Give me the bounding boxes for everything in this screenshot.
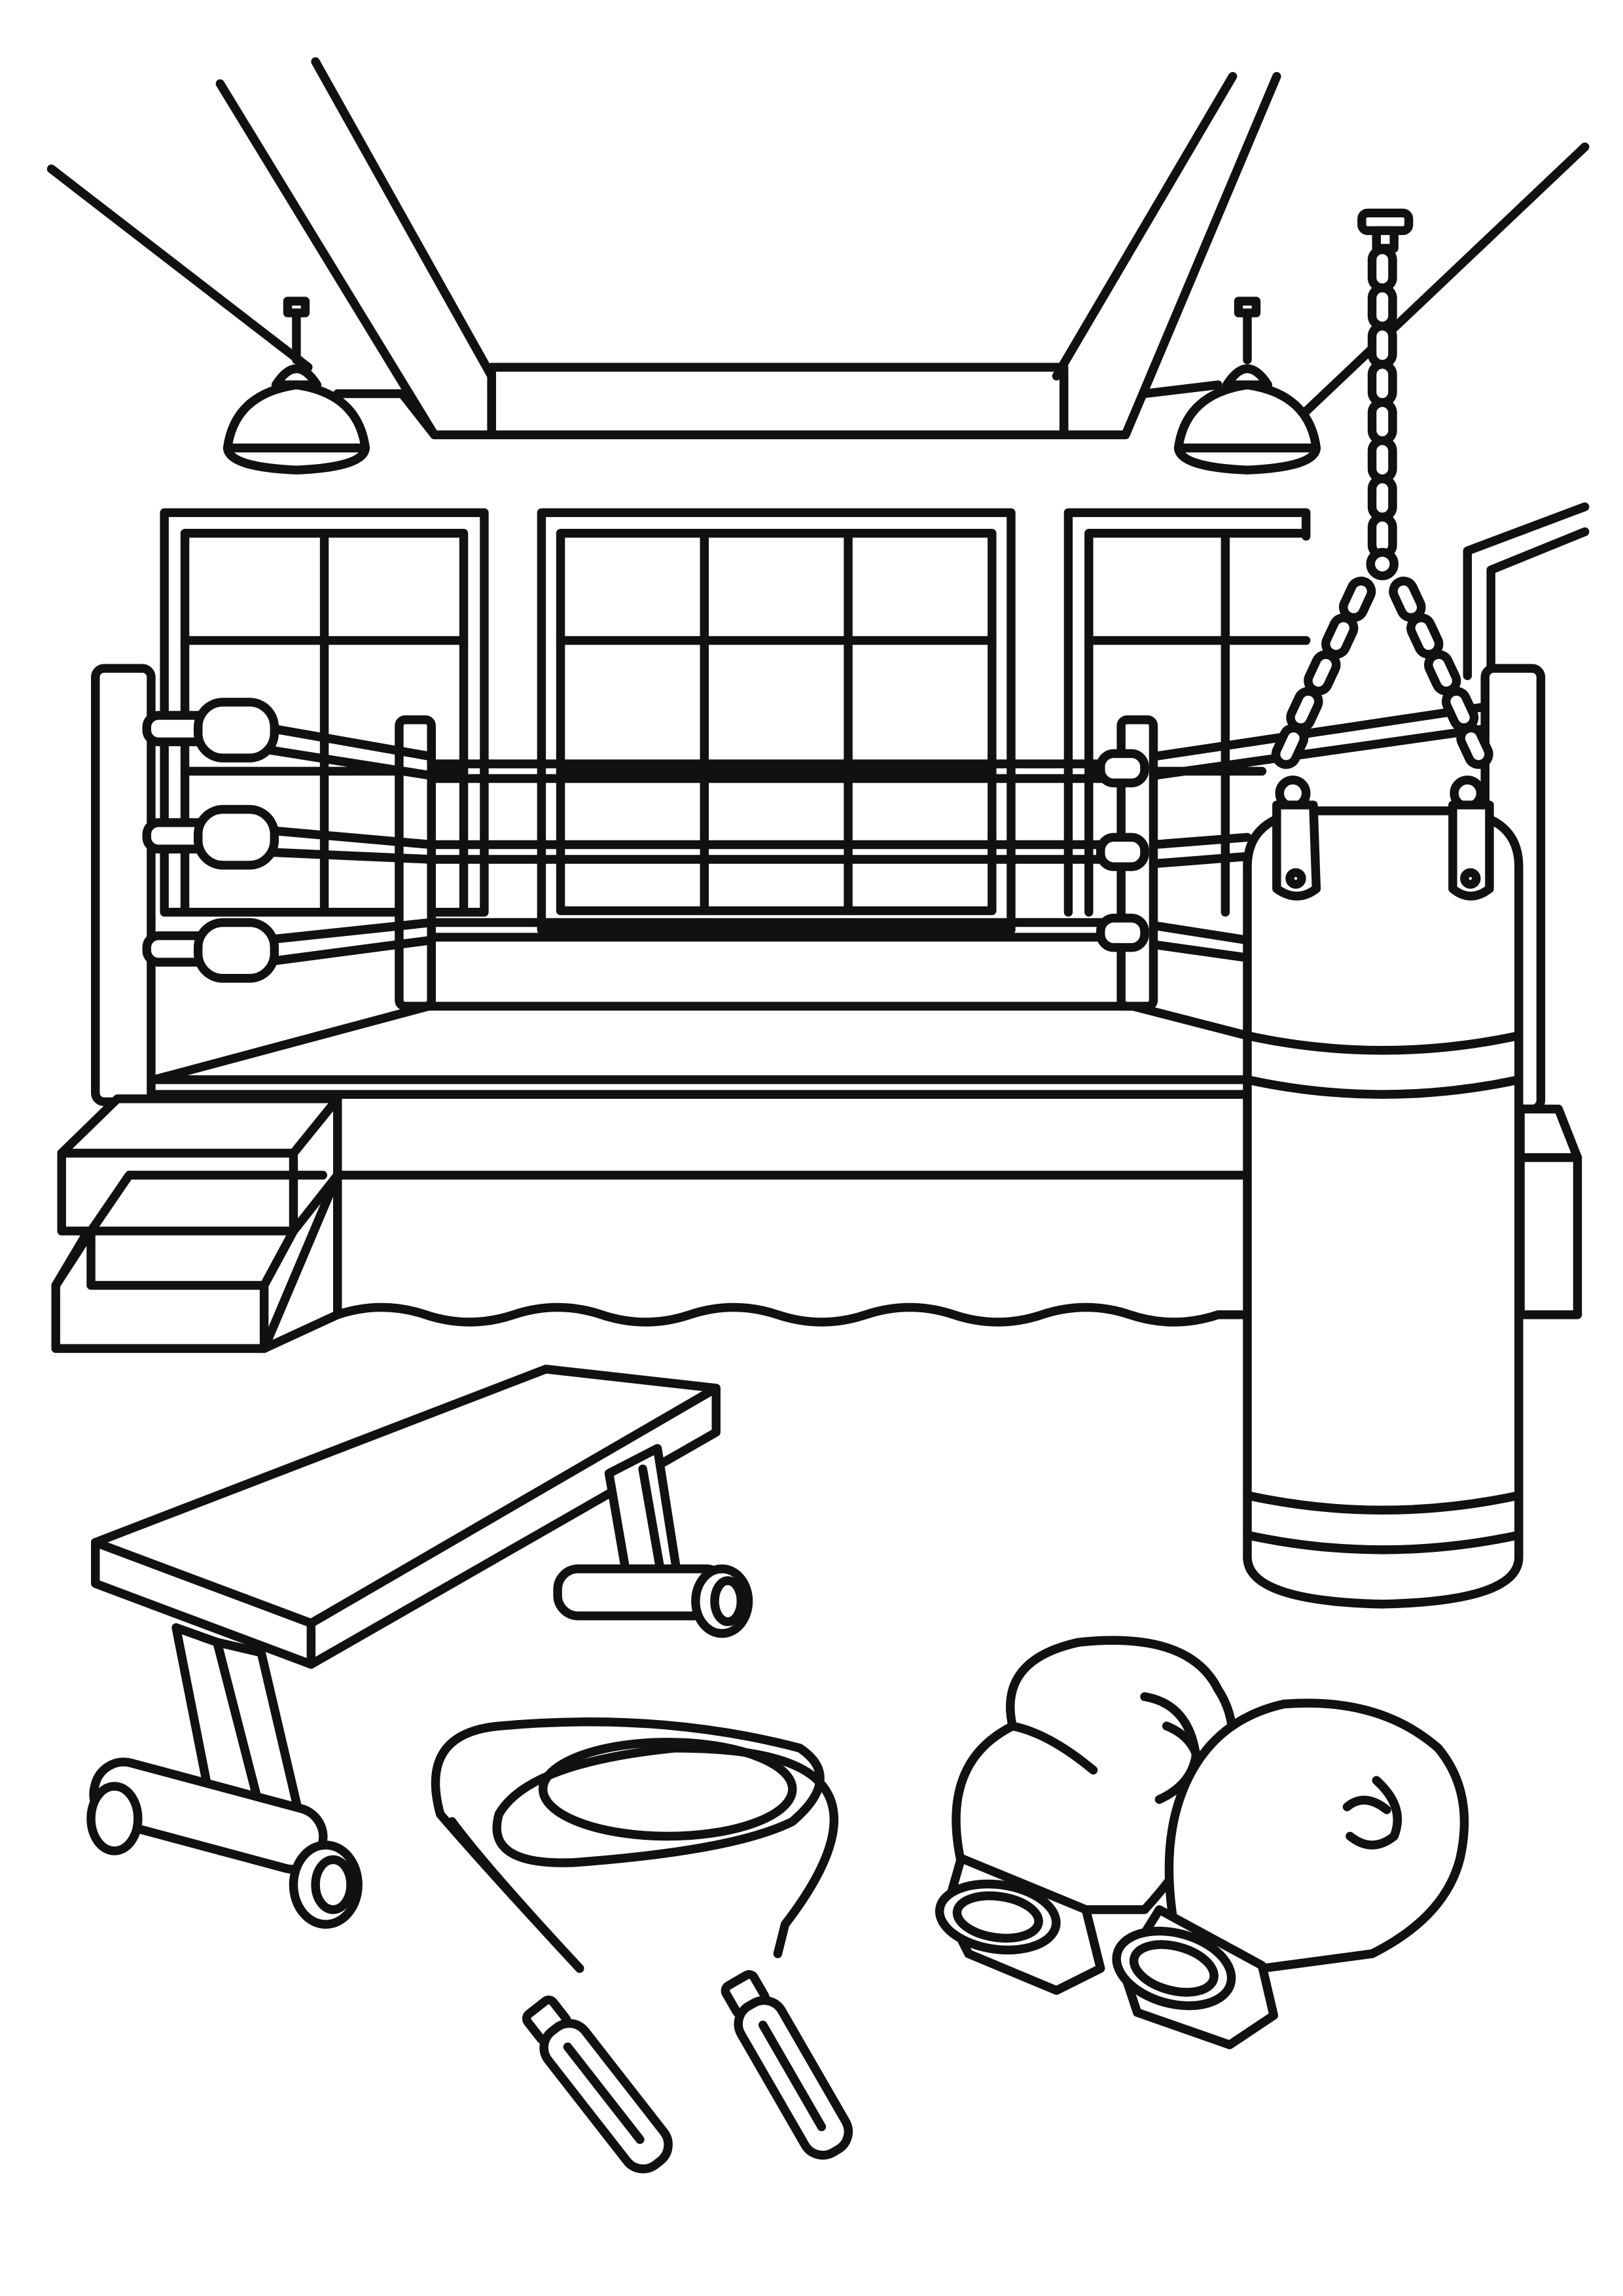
pendant-lamp-left — [223, 296, 370, 475]
jump-rope — [431, 1717, 853, 2174]
punching-bag — [1243, 208, 1524, 1609]
ring-steps — [51, 1094, 342, 1354]
boxing-gloves — [935, 1636, 1469, 2049]
ceiling-beams — [46, 57, 1590, 440]
training-bench — [86, 1365, 753, 1929]
pendant-lamp-right — [1173, 296, 1321, 475]
